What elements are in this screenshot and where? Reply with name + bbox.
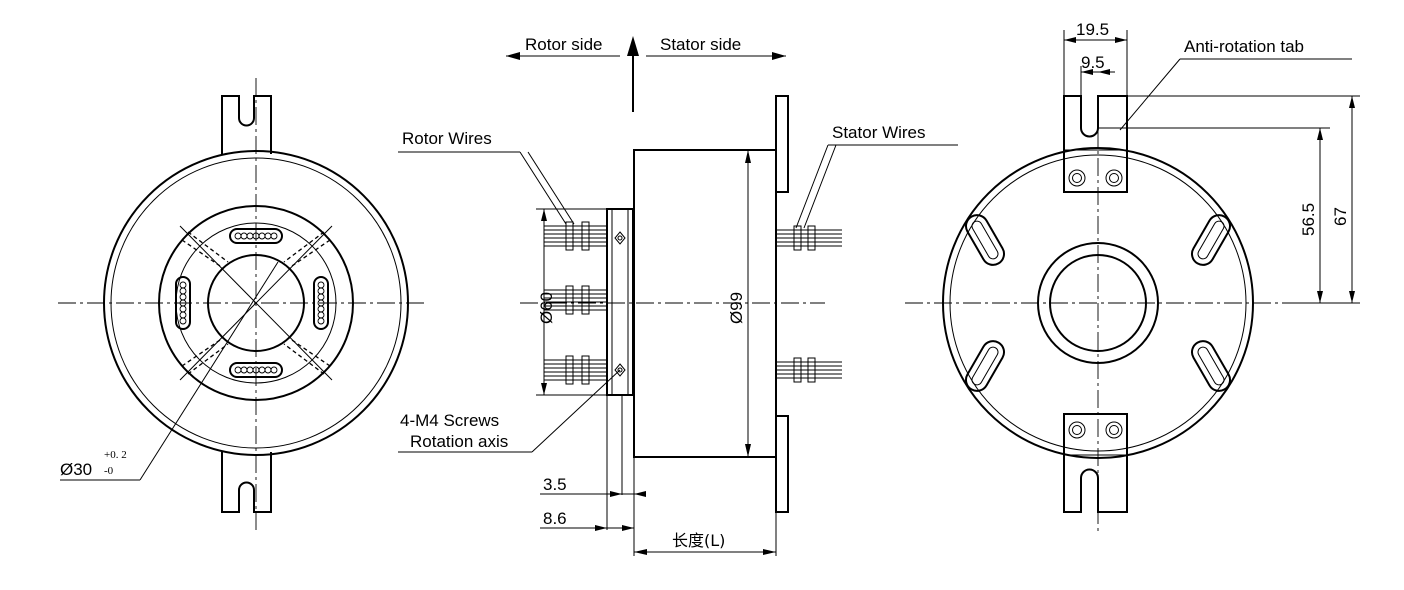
bore-lower-tolerance: -0 <box>104 465 114 477</box>
stator-tab-top <box>775 95 789 193</box>
screw-head-bottom <box>614 363 626 377</box>
stator-tab-bottom <box>775 415 789 513</box>
body-diameter-label: Ø99 <box>727 292 746 324</box>
stator-wires-leader <box>795 144 829 229</box>
anti-rotation-tab-label: Anti-rotation tab <box>1184 37 1304 56</box>
dim-8-6-label: 8.6 <box>543 509 567 528</box>
top-mounting-tab <box>221 95 272 154</box>
hidden-screw-holes <box>181 231 331 375</box>
length-label: 长度(L) <box>672 531 725 550</box>
rotor-wires-label: Rotor Wires <box>402 129 492 148</box>
bottom-mounting-tab <box>221 452 272 513</box>
stator-side-label: Stator side <box>660 35 741 54</box>
side-view: Rotor side Stator side <box>398 35 958 556</box>
stator-end-view: 19.5 9.5 Anti-rotation tab 56.5 67 <box>905 20 1360 535</box>
screws-label: 4-M4 Screws <box>400 411 499 430</box>
rotor-end-view: Ø30 +0. 2 -0 <box>58 78 425 530</box>
stator-wire-bundles <box>776 225 842 383</box>
diagonal-centerline <box>179 225 333 381</box>
screws-leader <box>531 369 621 453</box>
slot-width-label: 9.5 <box>1081 53 1105 72</box>
rotation-axis-label: Rotation axis <box>410 432 508 451</box>
arrow-head-left <box>506 52 520 60</box>
rotor-side-label: Rotor side <box>525 35 602 54</box>
rotor-flange <box>606 208 634 396</box>
dim-3-5-label: 3.5 <box>543 475 567 494</box>
rotor-wires-leader <box>519 151 567 225</box>
tab-width-label: 19.5 <box>1076 20 1109 39</box>
bore-leader-line <box>139 261 279 481</box>
housing-body <box>633 149 777 458</box>
anti-rotation-tab-leader <box>1119 58 1181 131</box>
dim-67-label: 67 <box>1331 207 1350 226</box>
bore-diameter-label: Ø30 <box>60 460 92 479</box>
bore-upper-tolerance: +0. 2 <box>104 449 127 461</box>
rotor-wire-bundles <box>544 221 607 385</box>
arrow-head-right <box>772 52 786 60</box>
stator-wire-slots <box>965 214 1231 392</box>
screw-head-top <box>614 231 626 245</box>
anti-rotation-tab-bottom <box>1063 413 1128 513</box>
flange-diameter-label: Ø60 <box>537 292 556 324</box>
arrow-head-up <box>627 36 639 56</box>
stator-wires-label: Stator Wires <box>832 123 926 142</box>
anti-rotation-tab-top <box>1063 95 1128 193</box>
dim-56-5-label: 56.5 <box>1299 203 1318 236</box>
